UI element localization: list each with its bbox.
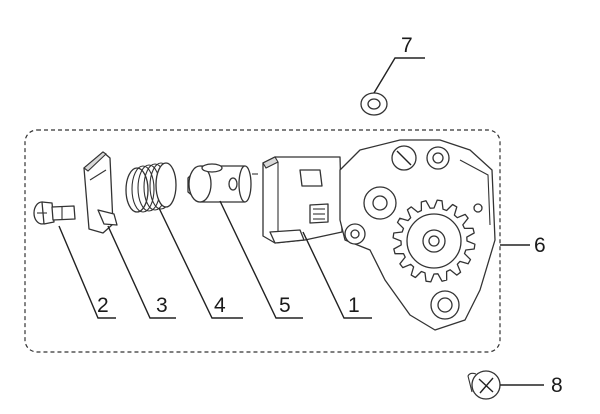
- assembly-boundary: [24, 129, 501, 353]
- washer-icon: [360, 92, 388, 116]
- leader-lines: [58, 57, 544, 386]
- callout-2: 2: [97, 294, 109, 317]
- phillips-screw-icon: [467, 370, 501, 400]
- screw-icon: [33, 201, 76, 225]
- oil-pump-assembly-icon: [339, 139, 496, 331]
- callout-5: 5: [279, 294, 291, 317]
- callout-7: 7: [401, 34, 413, 57]
- callout-1: 1: [348, 294, 360, 317]
- callout-3: 3: [156, 294, 168, 317]
- plunger-icon: [187, 163, 258, 203]
- callout-6: 6: [534, 234, 546, 257]
- callout-4: 4: [214, 294, 226, 317]
- pump-housing-icon: [262, 156, 343, 244]
- callout-8: 8: [551, 374, 563, 397]
- cover-plate-icon: [83, 151, 118, 234]
- spring-icon: [125, 162, 177, 213]
